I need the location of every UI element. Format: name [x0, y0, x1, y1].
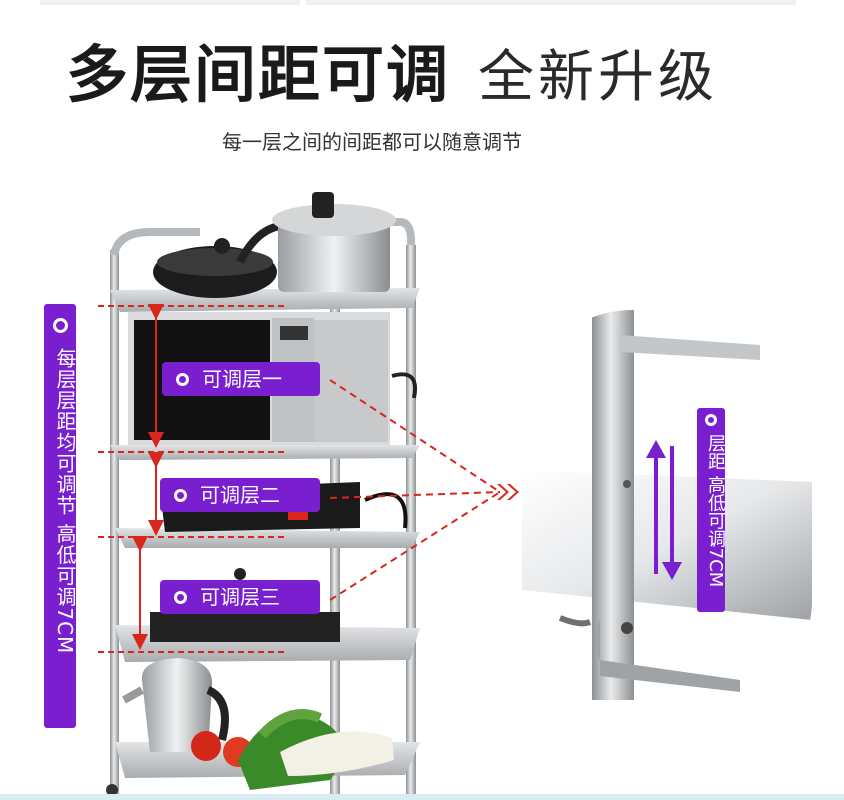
- layer-label-2: 可调层二: [160, 478, 320, 512]
- detail-callout-text: 层距 高低可调7CM: [705, 434, 726, 588]
- spacing-callout-vertical: 每层层距均可调节 高低可调7CM: [44, 304, 77, 728]
- bullet-icon: [174, 489, 187, 502]
- headline-bold: 多层间距可调: [66, 38, 451, 111]
- bullet-icon: [176, 373, 189, 386]
- top-divider: [40, 0, 300, 5]
- detail-closeup: [522, 310, 812, 710]
- chevron-right-icon: [497, 484, 519, 500]
- bullet-icon: [53, 318, 68, 333]
- subtitle: 每一层之间的间距都可以随意调节: [222, 130, 522, 154]
- pressure-cooker: [272, 192, 396, 292]
- spacing-callout-text: 每层层距均可调节 高低可调7CM: [53, 348, 77, 655]
- kettle: [122, 658, 229, 752]
- detail-callout: 层距 高低可调7CM: [697, 408, 726, 612]
- layer-label-text: 可调层二: [200, 483, 280, 507]
- bullet-icon: [174, 591, 187, 604]
- bullet-icon: [705, 414, 717, 426]
- wok: [153, 222, 281, 298]
- layer-label-1: 可调层一: [162, 362, 320, 396]
- dimension-arrows: [98, 304, 501, 653]
- layer-label-text: 可调层一: [202, 367, 282, 391]
- top-divider: [306, 0, 796, 5]
- vegetables: [191, 709, 394, 790]
- microwave: [128, 312, 417, 445]
- headline-light: 全新升级: [478, 45, 718, 110]
- bottom-divider: [0, 794, 844, 800]
- layer-label-text: 可调层三: [200, 585, 280, 609]
- layer-label-3: 可调层三: [160, 580, 320, 614]
